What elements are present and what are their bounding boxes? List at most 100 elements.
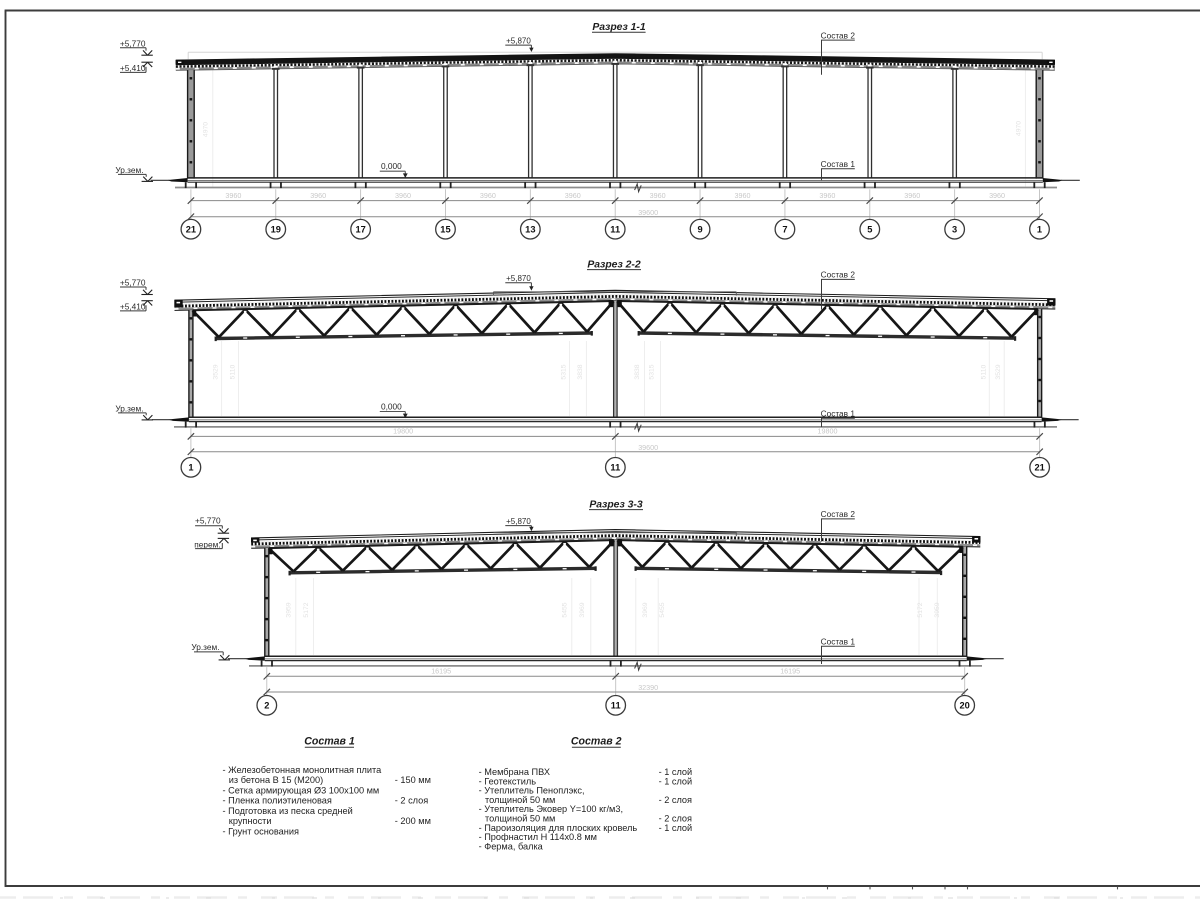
svg-text:3969: 3969 bbox=[579, 602, 586, 617]
svg-text:11: 11 bbox=[611, 701, 621, 711]
svg-text:Ур.зем.: Ур.зем. bbox=[115, 165, 143, 175]
svg-text:- Грунт основания: - Грунт основания bbox=[223, 826, 299, 836]
svg-text:+5,770: +5,770 bbox=[195, 515, 221, 525]
svg-text:3529: 3529 bbox=[213, 364, 220, 379]
svg-text:толщиной 50 мм: толщиной 50 мм bbox=[485, 795, 555, 805]
svg-text:19800: 19800 bbox=[393, 427, 413, 436]
svg-text:17: 17 bbox=[355, 225, 365, 235]
svg-text:9: 9 bbox=[697, 225, 702, 235]
svg-text:32390: 32390 bbox=[638, 683, 658, 692]
svg-text:- Ферма, балка: - Ферма, балка bbox=[479, 841, 544, 851]
svg-text:19800: 19800 bbox=[818, 427, 838, 436]
svg-text:- Пленка полиэтиленовая: - Пленка полиэтиленовая bbox=[223, 796, 332, 806]
svg-text:- Утеплитель Пеноплэкс,: - Утеплитель Пеноплэкс, bbox=[479, 786, 585, 796]
svg-text:+5,870: +5,870 bbox=[506, 37, 531, 46]
svg-text:- 200 мм: - 200 мм bbox=[395, 816, 431, 826]
svg-text:- Железобетонная монолитная п: - Железобетонная монолитная плита bbox=[223, 765, 383, 775]
svg-text:- 1 слой: - 1 слой bbox=[659, 767, 693, 777]
svg-text:- 2 слоя: - 2 слоя bbox=[395, 796, 428, 806]
svg-text:5172: 5172 bbox=[303, 602, 310, 617]
svg-text:перем.: перем. bbox=[194, 539, 220, 549]
svg-text:7: 7 bbox=[782, 225, 787, 235]
svg-text:3959: 3959 bbox=[286, 602, 293, 617]
svg-text:- Мембрана ПВХ: - Мембрана ПВХ bbox=[479, 767, 550, 777]
svg-text:+5,870: +5,870 bbox=[506, 274, 531, 283]
svg-text:5: 5 bbox=[867, 225, 872, 235]
svg-text:3529: 3529 bbox=[995, 364, 1002, 379]
svg-text:1: 1 bbox=[1037, 225, 1042, 235]
svg-text:Ур.зем.: Ур.зем. bbox=[191, 642, 219, 652]
svg-text:5110: 5110 bbox=[230, 364, 237, 379]
svg-text:3960: 3960 bbox=[225, 191, 241, 200]
svg-text:- 1 слой: - 1 слой bbox=[659, 776, 693, 786]
svg-text:3960: 3960 bbox=[650, 191, 666, 200]
svg-text:4970: 4970 bbox=[203, 122, 210, 137]
svg-text:5455: 5455 bbox=[659, 602, 666, 617]
svg-text:Состав 2: Состав 2 bbox=[571, 736, 622, 748]
svg-text:- Подготовка из песка средней: - Подготовка из песка средней bbox=[223, 806, 353, 816]
svg-text:- 150 мм: - 150 мм bbox=[395, 775, 431, 785]
svg-text:- Геотекстиль: - Геотекстиль bbox=[479, 776, 537, 786]
svg-text:5110: 5110 bbox=[981, 364, 988, 379]
svg-text:+5,410: +5,410 bbox=[120, 301, 146, 311]
svg-text:3960: 3960 bbox=[395, 191, 411, 200]
svg-text:+5,870: +5,870 bbox=[506, 517, 531, 526]
svg-text:3960: 3960 bbox=[565, 191, 581, 200]
svg-text:5172: 5172 bbox=[917, 602, 924, 617]
svg-text:+5,770: +5,770 bbox=[120, 277, 146, 287]
svg-text:21: 21 bbox=[186, 225, 196, 235]
svg-text:4970: 4970 bbox=[1016, 121, 1023, 136]
svg-text:Разрез 1-1: Разрез 1-1 bbox=[592, 22, 646, 33]
svg-text:5315: 5315 bbox=[648, 364, 655, 379]
svg-text:3960: 3960 bbox=[480, 191, 496, 200]
svg-text:3960: 3960 bbox=[989, 191, 1005, 200]
svg-text:- Пароизоляция для плоских кро: - Пароизоляция для плоских кровель bbox=[479, 823, 638, 833]
svg-text:3959: 3959 bbox=[934, 602, 941, 617]
svg-text:Состав 2: Состав 2 bbox=[821, 509, 856, 519]
svg-text:1: 1 bbox=[188, 463, 193, 473]
svg-text:из бетона В 15 (М200): из бетона В 15 (М200) bbox=[229, 775, 323, 785]
svg-text:21: 21 bbox=[1034, 463, 1044, 473]
svg-text:3969: 3969 bbox=[642, 602, 649, 617]
svg-text:13: 13 bbox=[525, 225, 535, 235]
svg-text:39600: 39600 bbox=[638, 208, 658, 217]
svg-text:0,000: 0,000 bbox=[381, 161, 402, 171]
svg-text:- 2 слоя: - 2 слоя bbox=[659, 814, 692, 824]
svg-text:Разрез 2-2: Разрез 2-2 bbox=[587, 259, 641, 270]
svg-text:11: 11 bbox=[610, 225, 620, 235]
svg-text:3960: 3960 bbox=[904, 191, 920, 200]
svg-text:3960: 3960 bbox=[819, 191, 835, 200]
svg-text:- 2 слоя: - 2 слоя bbox=[659, 795, 692, 805]
svg-text:Состав 1: Состав 1 bbox=[821, 637, 856, 647]
svg-text:15: 15 bbox=[440, 225, 450, 235]
svg-text:3960: 3960 bbox=[310, 191, 326, 200]
svg-text:Состав 1: Состав 1 bbox=[821, 409, 856, 419]
svg-text:- Сетка армирующая Ø3 100х100: - Сетка армирующая Ø3 100х100 мм bbox=[223, 785, 380, 795]
svg-text:3960: 3960 bbox=[734, 191, 750, 200]
svg-text:3838: 3838 bbox=[634, 364, 641, 379]
svg-text:+5,410: +5,410 bbox=[120, 63, 146, 73]
svg-text:0,000: 0,000 bbox=[381, 402, 402, 412]
svg-text:- 1 слой: - 1 слой bbox=[659, 823, 693, 833]
svg-text:Ур.зем.: Ур.зем. bbox=[115, 403, 143, 413]
svg-text:- Утеплитель Эковер Y=100 кг/м: - Утеплитель Эковер Y=100 кг/м3, bbox=[479, 804, 623, 814]
svg-text:Состав 1: Состав 1 bbox=[821, 159, 856, 169]
svg-text:16195: 16195 bbox=[780, 667, 800, 676]
svg-text:Состав 2: Состав 2 bbox=[821, 30, 856, 40]
svg-text:20: 20 bbox=[960, 701, 970, 711]
svg-text:толщиной 50 мм: толщиной 50 мм bbox=[485, 814, 555, 824]
svg-text:- Профнастил Н 114х0.8 мм: - Профнастил Н 114х0.8 мм bbox=[479, 832, 597, 842]
svg-text:11: 11 bbox=[610, 463, 620, 473]
svg-text:19: 19 bbox=[271, 225, 281, 235]
svg-text:2: 2 bbox=[264, 701, 269, 711]
svg-text:16195: 16195 bbox=[431, 667, 451, 676]
svg-text:Состав 1: Состав 1 bbox=[304, 736, 355, 748]
svg-text:3838: 3838 bbox=[577, 364, 584, 379]
svg-text:3: 3 bbox=[952, 225, 957, 235]
svg-text:+5,770: +5,770 bbox=[120, 38, 146, 48]
svg-text:5455: 5455 bbox=[562, 602, 569, 617]
svg-text:Разрез 3-3: Разрез 3-3 bbox=[589, 499, 643, 510]
svg-text:5315: 5315 bbox=[560, 364, 567, 379]
svg-text:39600: 39600 bbox=[638, 443, 658, 452]
svg-text:крупности: крупности bbox=[229, 816, 272, 826]
